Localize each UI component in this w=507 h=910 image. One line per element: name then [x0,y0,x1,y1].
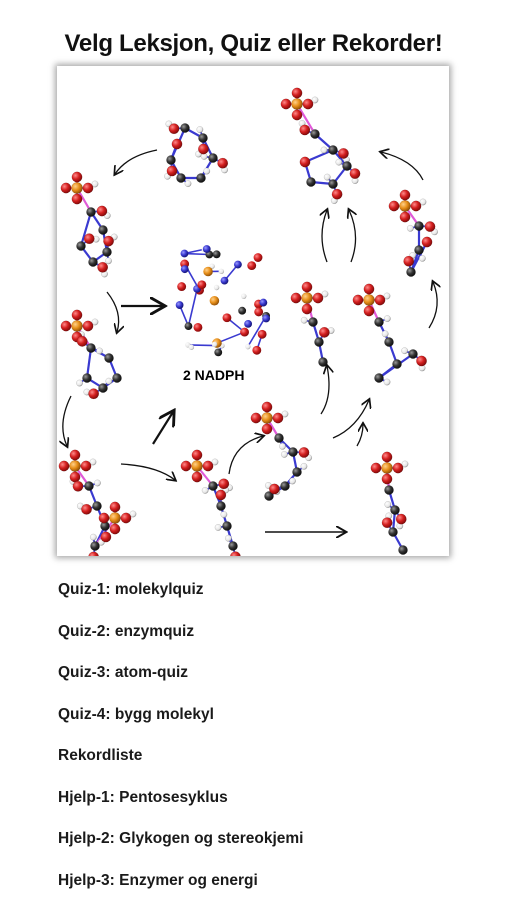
page-title: Velg Leksjon, Quiz eller Rekorder! [0,30,507,58]
arrow-curve-bottom-2 [229,436,263,474]
menu-item-rekordliste[interactable]: Rekordliste [58,744,478,786]
molecule-chain-mid-right-1 [291,282,335,367]
molecule-chain-bottom-mid [181,450,241,556]
menu-item-quiz-1[interactable]: Quiz-1: molekylquiz [58,578,478,620]
molecule-chain-center [251,402,312,501]
menu-item-quiz-4[interactable]: Quiz-4: bygg molekyl [58,703,478,745]
molecule-chain-bottom-left [59,450,136,556]
arrow-curve-top-left [115,150,157,174]
molecule-chain-bottom-right [371,452,408,555]
arrow-to-nadph-2 [153,412,173,444]
menu-item-hjelp-1[interactable]: Hjelp-1: Pentosesyklus [58,786,478,828]
nadph-molecule [176,245,270,356]
arrow-curve-left-1 [107,292,119,332]
arrow-curve-mid-1 [321,366,329,414]
molecule-ring-topright [281,88,360,204]
pathway-diagram: 2 NADPH [57,66,449,556]
molecule-ring-top [164,121,228,187]
arrow-up-1 [322,210,327,262]
pentose-pathway-figure[interactable]: 2 NADPH [57,66,449,556]
molecule-models [59,88,438,556]
menu-item-quiz-2[interactable]: Quiz-2: enzymquiz [58,620,478,662]
nadph-label: 2 NADPH [183,367,244,383]
molecule-chain-mid-right-2 [353,284,427,385]
arrow-curve-bottom-1 [121,464,175,480]
molecule-chain-top-left [61,172,118,277]
molecule-chain-mid-left [61,310,122,399]
menu-list: Quiz-1: molekylquiz Quiz-2: enzymquiz Qu… [58,578,478,910]
menu-item-hjelp-3[interactable]: Hjelp-3: Enzymer og energi [58,869,478,910]
arrow-curve-left-2 [63,396,71,446]
arrow-curve-right-top [381,152,423,180]
arrow-curve-right-mid [429,282,437,328]
molecule-chain-right-top [389,190,438,277]
arrow-up-2 [349,210,356,262]
menu-item-quiz-3[interactable]: Quiz-3: atom-quiz [58,661,478,703]
arrow-curve-right-1 [357,424,363,446]
reaction-arrows [63,150,437,532]
arrow-curve-mid-2 [333,400,369,438]
menu-item-hjelp-2[interactable]: Hjelp-2: Glykogen og stereokjemi [58,827,478,869]
